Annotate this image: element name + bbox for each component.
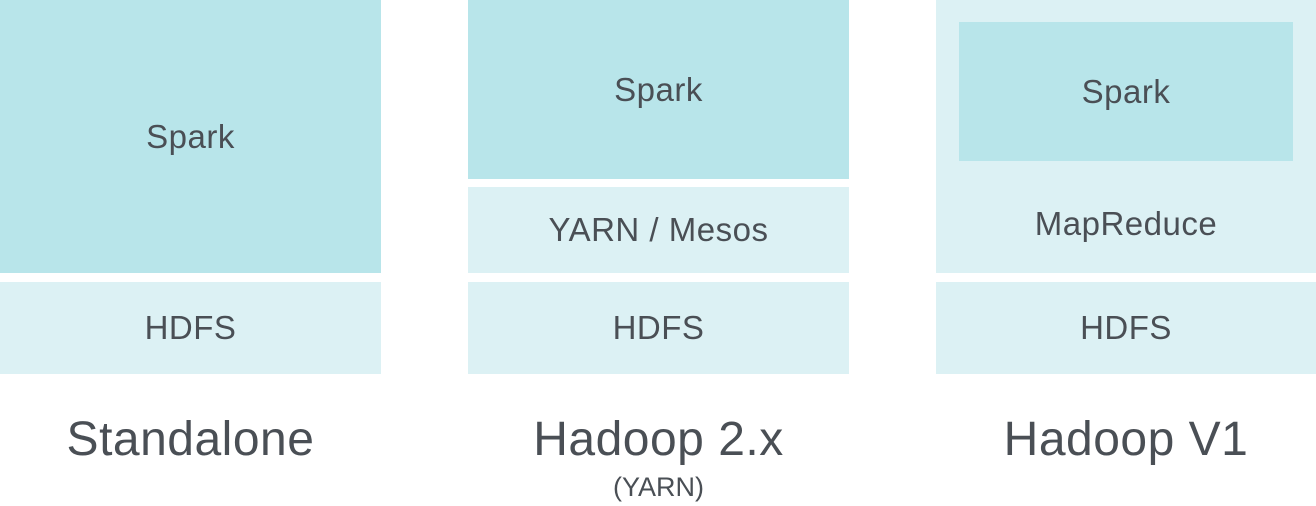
hadoop2-yarn-mesos-label: YARN / Mesos xyxy=(548,211,769,248)
hadoop2-spark-label: Spark xyxy=(614,70,703,108)
hadoop1-spark-block: Spark xyxy=(959,22,1293,161)
standalone-spark-block: Spark xyxy=(0,0,381,273)
standalone-hdfs-label: HDFS xyxy=(144,309,237,346)
standalone-spark-label: Spark xyxy=(146,117,235,155)
hadoop1-hdfs-label: HDFS xyxy=(1080,309,1172,346)
hadoop2-subtitle: (YARN) xyxy=(613,472,704,502)
hadoop2-yarn-mesos-block: YARN / Mesos xyxy=(468,187,849,273)
hadoop1-mapreduce-label: MapReduce xyxy=(1034,205,1218,242)
hadoop1-hdfs-block: HDFS xyxy=(936,282,1316,374)
hadoop2-hdfs-block: HDFS xyxy=(468,282,849,374)
hadoop2-spark-block: Spark xyxy=(468,0,849,179)
hadoop1-spark-label: Spark xyxy=(1081,72,1171,110)
standalone-title: Standalone xyxy=(66,413,315,466)
hadoop1-title: Hadoop V1 xyxy=(1003,413,1249,466)
hadoop2-title: Hadoop 2.x xyxy=(533,413,784,466)
hadoop2-hdfs-label: HDFS xyxy=(612,309,705,346)
standalone-hdfs-block: HDFS xyxy=(0,282,381,374)
